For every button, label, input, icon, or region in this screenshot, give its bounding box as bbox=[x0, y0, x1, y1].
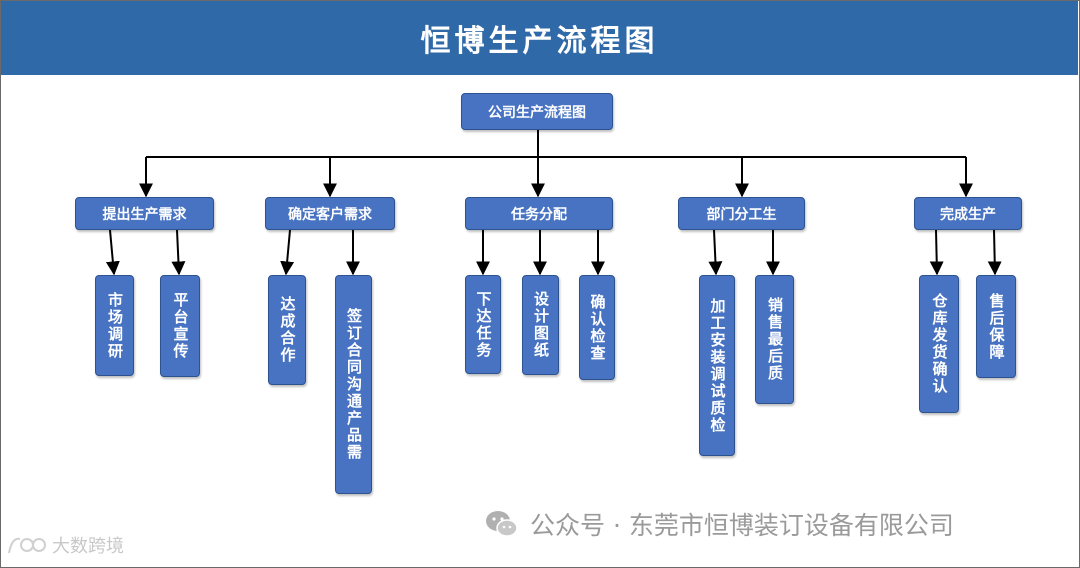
leaf-node: 销售最后质 bbox=[755, 275, 794, 404]
branch-node-1: 提出生产需求 bbox=[75, 197, 214, 230]
leaf-node: 确认检查 bbox=[579, 275, 615, 380]
leaf-node: 售后保障 bbox=[976, 275, 1016, 378]
branch-node-5: 完成生产 bbox=[914, 197, 1022, 230]
watermark: 公众号 · 东莞市恒博装订设备有限公司 bbox=[484, 506, 954, 542]
branch-node-3: 任务分配 bbox=[465, 197, 613, 230]
leaf-node: 达成合作 bbox=[268, 275, 306, 385]
branch-node-4: 部门分工生 bbox=[678, 197, 805, 230]
page-title: 恒博生产流程图 bbox=[1, 1, 1078, 75]
leaf-node: 仓库发货确认 bbox=[919, 275, 959, 413]
wechat-icon bbox=[486, 511, 518, 537]
corner-watermark-text: 大数跨境 bbox=[52, 536, 124, 557]
leaf-node: 下达任务 bbox=[465, 275, 501, 374]
leaf-node: 签订合同沟通产品需 bbox=[335, 275, 372, 494]
watermark-text: 公众号 · 东莞市恒博装订设备有限公司 bbox=[530, 511, 954, 540]
leaf-node: 平台宣传 bbox=[160, 275, 200, 377]
branch-node-2: 确定客户需求 bbox=[265, 197, 395, 230]
leaf-node: 设计图纸 bbox=[522, 275, 559, 375]
corner-watermark: 大数跨境 bbox=[6, 532, 124, 558]
leaf-node: 加工安装调试质检 bbox=[699, 275, 735, 456]
camera-logo-icon bbox=[8, 537, 46, 554]
root-node: 公司生产流程图 bbox=[461, 93, 613, 130]
leaf-node: 市场调研 bbox=[95, 275, 134, 376]
